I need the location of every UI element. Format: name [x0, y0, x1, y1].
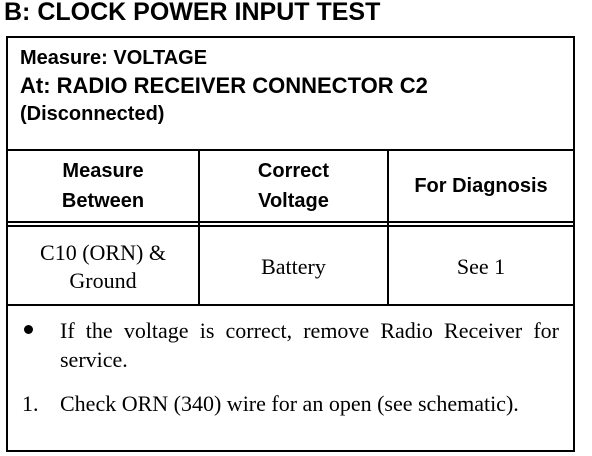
column-header-line: For Diagnosis [414, 175, 548, 197]
cell-line: C10 (ORN) & [40, 239, 166, 265]
column-header-measure-between: Measure Between [8, 151, 198, 221]
note-text: If the voltage is correct, remove Radio … [60, 318, 559, 372]
notes-section: If the voltage is correct, remove Radio … [8, 316, 573, 446]
column-divider-1 [198, 149, 200, 306]
test-header: Measure: VOLTAGE At: RADIO RECEIVER CONN… [20, 44, 428, 128]
column-divider-2 [387, 149, 389, 306]
page-title: B: CLOCK POWER INPUT TEST [4, 0, 381, 26]
connector-label: At: RADIO RECEIVER CONNECTOR C2 [20, 73, 428, 98]
cell-for-diagnosis: See 1 [456, 253, 506, 279]
cell-measure-between: C10 (ORN) & Ground [8, 229, 198, 304]
column-header-line: Voltage [258, 190, 329, 212]
column-header-line: Between [61, 190, 145, 212]
column-header-divider-top [8, 221, 573, 223]
header-divider [8, 149, 573, 151]
cell-correct-voltage: Battery [261, 253, 326, 279]
column-header-correct-voltage: Correct Voltage [200, 151, 387, 221]
test-box: Measure: VOLTAGE At: RADIO RECEIVER CONN… [6, 36, 575, 452]
column-header-line: Measure [62, 160, 144, 182]
cell-line: Ground [69, 267, 137, 293]
column-header-divider-bottom [8, 225, 573, 227]
condition-label: (Disconnected) [20, 103, 165, 125]
column-header-for-diagnosis: For Diagnosis [389, 151, 573, 221]
note-number: 1. [22, 391, 39, 416]
note-text: Check ORN (340) wire for an open (see sc… [60, 391, 519, 416]
table-bottom-divider [8, 304, 573, 306]
column-header-line: Correct [257, 160, 330, 182]
measure-label: Measure: VOLTAGE [20, 47, 208, 69]
